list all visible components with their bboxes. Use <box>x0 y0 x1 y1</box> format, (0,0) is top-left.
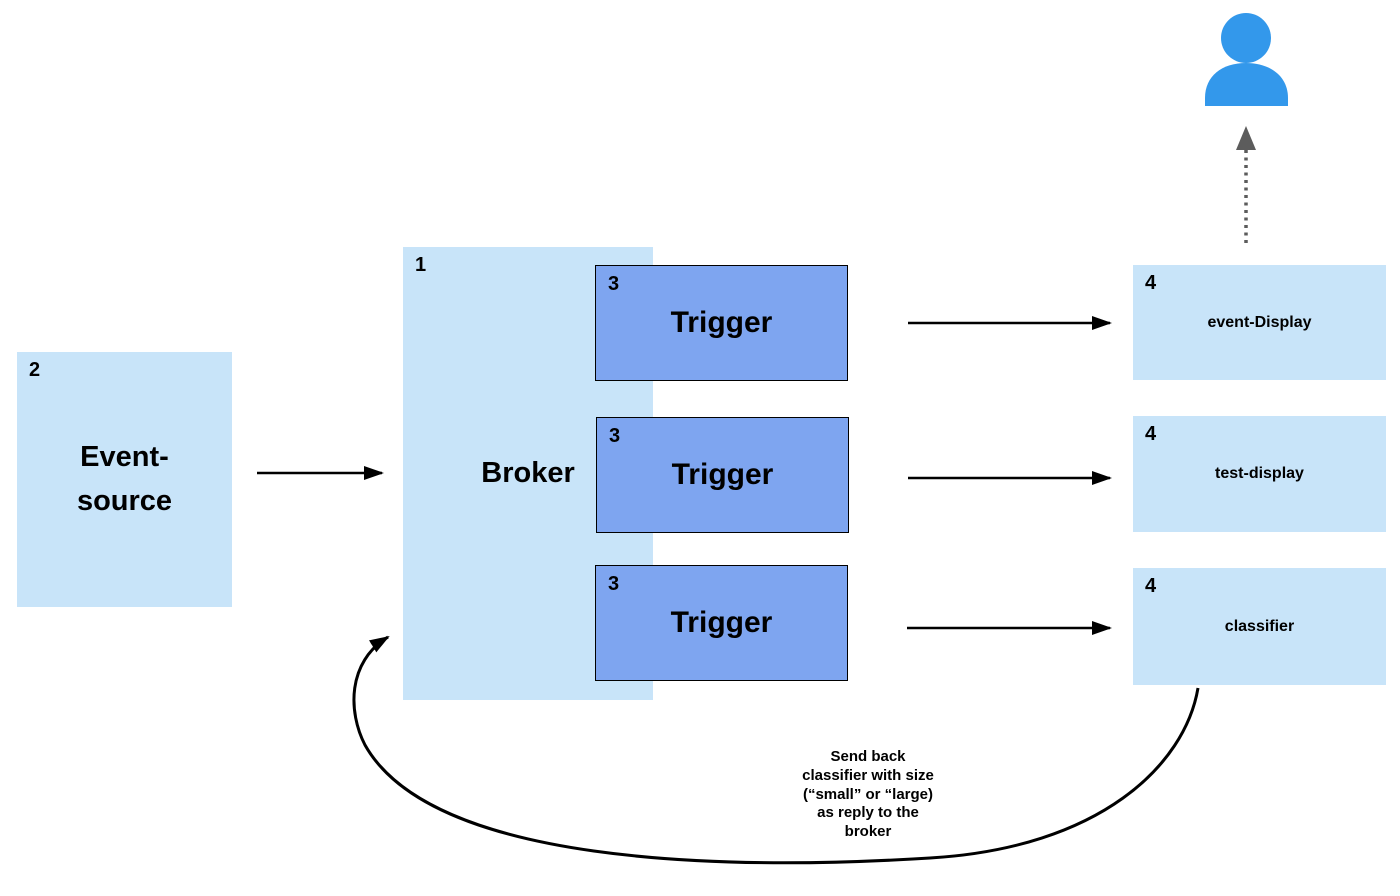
arrow-event-display-to-user <box>1236 126 1256 243</box>
trigger-box-1: 3 Trigger <box>595 265 848 381</box>
trigger-2-label: Trigger <box>671 458 774 491</box>
event-display-label: event-Display <box>1207 313 1312 331</box>
test-display-box: 4 test-display <box>1133 416 1386 532</box>
event-source-box: 2 Event- source <box>17 352 232 607</box>
classifier-number: 4 <box>1145 575 1157 597</box>
trigger-box-2: 3 Trigger <box>596 417 849 533</box>
trigger-1-number: 3 <box>608 273 620 295</box>
event-source-label: Event- source <box>76 441 173 517</box>
person-icon <box>1205 13 1288 106</box>
classifier-label: classifier <box>1224 617 1295 635</box>
broker-number: 1 <box>415 254 427 276</box>
broker-label: Broker <box>481 456 575 489</box>
trigger-box-3: 3 Trigger <box>595 565 848 681</box>
event-source-number: 2 <box>29 359 41 381</box>
test-display-label: test-display <box>1215 465 1304 482</box>
reply-annotation: Send back classifier with size (“small” … <box>802 748 934 840</box>
trigger-2-number: 3 <box>609 425 621 447</box>
event-display-box: 4 event-Display <box>1133 265 1386 380</box>
trigger-3-label: Trigger <box>670 606 773 639</box>
trigger-3-number: 3 <box>608 573 620 595</box>
trigger-1-label: Trigger <box>670 306 773 339</box>
event-display-number: 4 <box>1145 272 1157 294</box>
classifier-box: 4 classifier <box>1133 568 1386 685</box>
test-display-number: 4 <box>1145 423 1157 445</box>
